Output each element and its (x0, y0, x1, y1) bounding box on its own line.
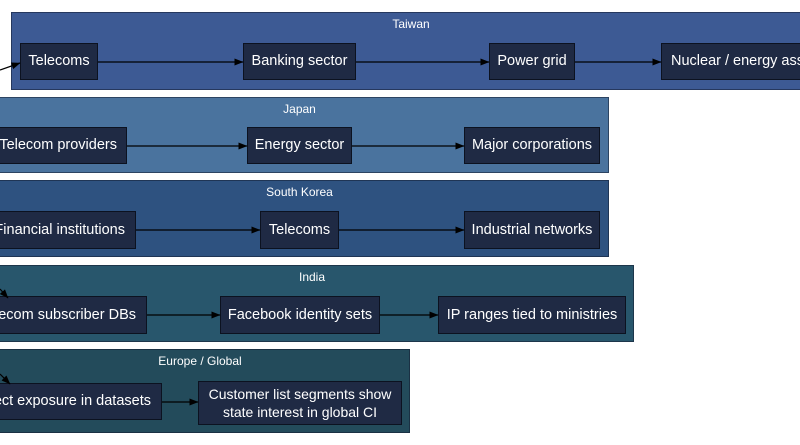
cluster-title-india: India (298, 270, 326, 284)
cluster-title-taiwan: Taiwan (392, 17, 430, 31)
node-taiwan-nuclear-energy[interactable]: Nuclear / energy ass (661, 43, 800, 80)
node-taiwan-telecoms[interactable]: Telecoms (20, 43, 98, 80)
node-india-ip-ranges-ministries[interactable]: IP ranges tied to ministries (438, 296, 626, 334)
node-korea-financial-institutions[interactable]: Financial institutions (0, 211, 136, 249)
node-india-telecom-subscriber-dbs[interactable]: ecom subscriber DBs (0, 296, 147, 334)
node-taiwan-power-grid[interactable]: Power grid (489, 43, 575, 80)
cluster-title-south-korea: South Korea (266, 185, 333, 199)
node-japan-major-corporations[interactable]: Major corporations (464, 127, 600, 164)
node-korea-industrial-networks[interactable]: Industrial networks (464, 211, 600, 249)
cluster-title-europe-global: Europe / Global (158, 354, 242, 368)
node-europe-exposure-datasets[interactable]: ect exposure in datasets (0, 383, 162, 420)
node-japan-telecom-providers[interactable]: Telecom providers (0, 127, 127, 164)
cluster-title-japan: Japan (283, 102, 316, 116)
node-india-facebook-identity-sets[interactable]: Facebook identity sets (220, 296, 380, 334)
node-europe-customer-list-segments[interactable]: Customer list segments show state intere… (198, 381, 402, 425)
node-japan-energy-sector[interactable]: Energy sector (247, 127, 352, 164)
node-taiwan-banking-sector[interactable]: Banking sector (243, 43, 356, 80)
node-korea-telecoms[interactable]: Telecoms (260, 211, 339, 249)
